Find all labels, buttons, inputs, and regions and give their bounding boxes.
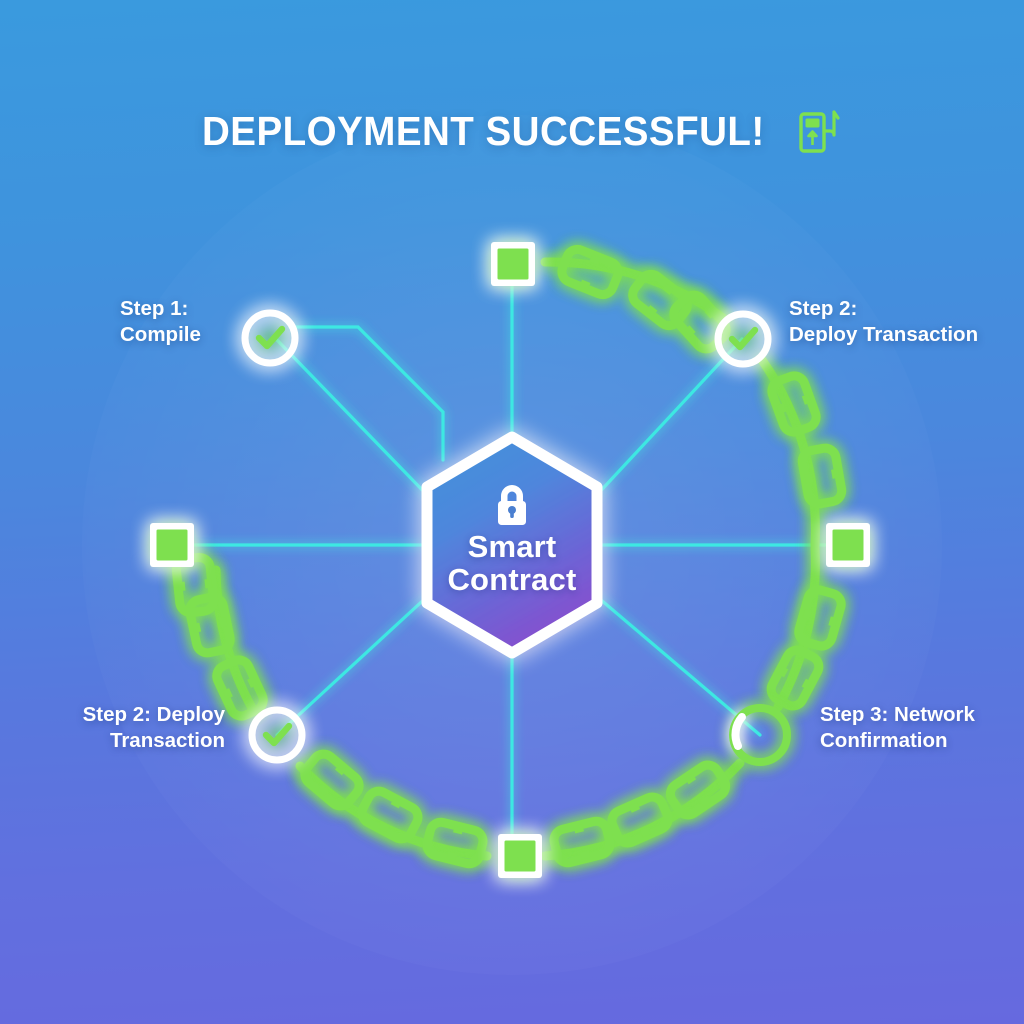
step-3-network-confirmation-label: Step 3: Network Confirmation	[820, 703, 975, 752]
page-title-text: DEPLOYMENT SUCCESSFUL!	[201, 108, 765, 154]
step-2-deploy-transaction-left-label: Step 2: Deploy Transaction	[82, 703, 225, 752]
spoke-step3	[592, 592, 762, 737]
step-1-compile-label: Step 1: Compile	[120, 297, 201, 346]
block-nodes[interactable]	[150, 242, 870, 878]
spoke-step2-left	[275, 592, 432, 737]
spoke-step1-branch	[288, 325, 445, 462]
check-icon	[728, 326, 759, 351]
spoke-step2-right	[592, 337, 744, 500]
page-title: DEPLOYMENT SUCCESSFUL!	[0, 108, 1024, 155]
block-node-right[interactable]	[826, 523, 870, 567]
chain-arc-right-lower	[773, 543, 820, 712]
step-3-network-confirmation-marker[interactable]	[729, 704, 791, 766]
spoke-step1	[275, 338, 432, 500]
step-1-compile-marker[interactable]	[241, 309, 299, 367]
step-2-deploy-transaction-left-marker[interactable]	[248, 706, 306, 764]
spoke-group	[170, 260, 850, 858]
step-2-deploy-transaction-right-marker[interactable]	[714, 310, 772, 368]
check-icon	[255, 325, 286, 350]
hexagon-shape	[421, 431, 603, 659]
fuel-pump-icon	[799, 109, 840, 153]
block-node-left[interactable]	[150, 523, 194, 567]
smart-contract-hexagon[interactable]	[421, 431, 603, 659]
step-2-deploy-transaction-right-label: Step 2: Deploy Transaction	[789, 297, 979, 346]
lock-icon	[498, 485, 526, 525]
block-node-top[interactable]	[491, 242, 535, 286]
check-icon	[262, 722, 293, 747]
pending-arc-icon	[731, 713, 746, 750]
block-node-bottom[interactable]	[498, 834, 542, 878]
